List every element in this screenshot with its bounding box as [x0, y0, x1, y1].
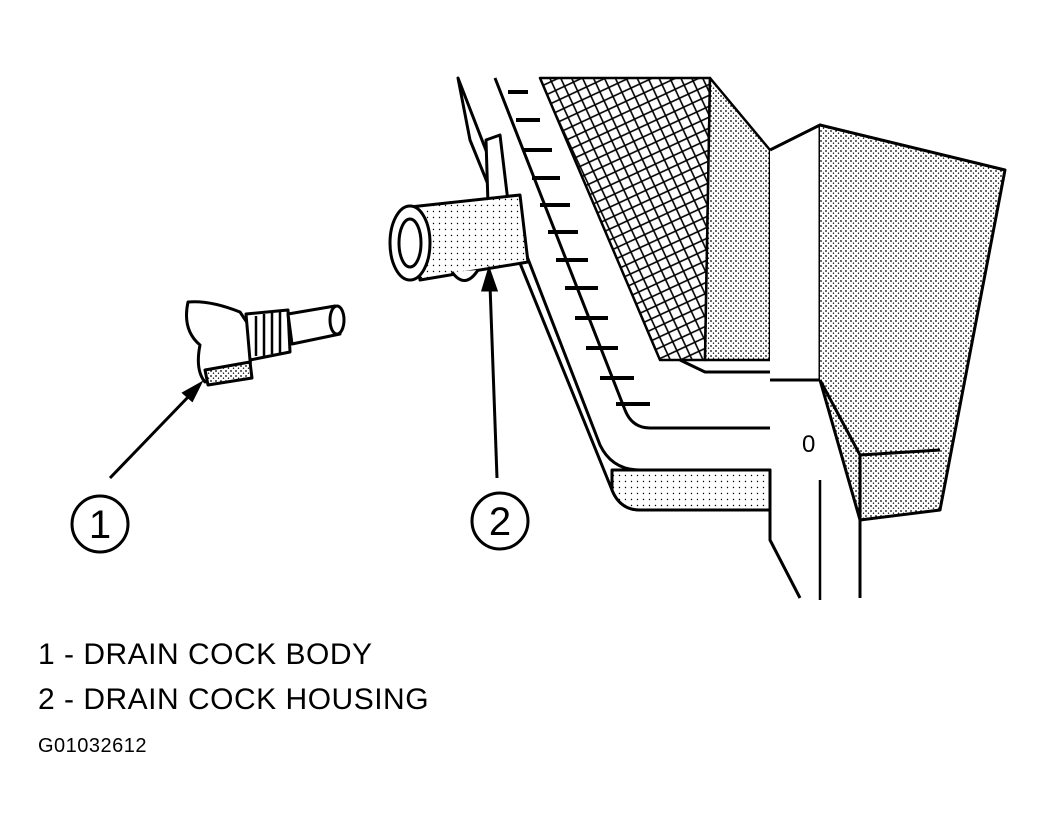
legend-item-1: 1 - DRAIN COCK BODY: [38, 638, 373, 671]
callout-1-number: 1: [89, 503, 111, 547]
callout-2-number: 2: [489, 500, 511, 544]
drain-cock-body: [185, 300, 346, 387]
callout-arrow-1: [108, 380, 204, 480]
radiator: [456, 76, 1007, 600]
radiator-fins: [508, 90, 650, 406]
callout-arrow-2: [480, 265, 499, 479]
legend-item-2: 2 - DRAIN COCK HOUSING: [38, 683, 430, 716]
callout-1: 1: [70, 494, 130, 554]
drain-cock-illustration: 0 1 2: [70, 76, 1007, 600]
drain-cock-housing: [388, 133, 530, 282]
figure-id: G01032612: [38, 735, 148, 757]
legend: 1 - DRAIN COCK BODY 2 - DRAIN COCK HOUSI…: [38, 632, 429, 722]
callout-2: 2: [470, 491, 530, 551]
radiator-mark: 0: [802, 431, 815, 458]
